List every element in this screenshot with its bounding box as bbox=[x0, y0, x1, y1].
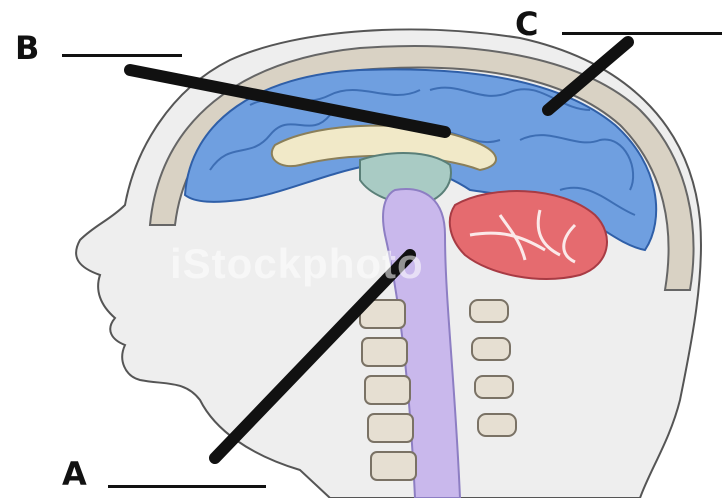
label-c: C bbox=[515, 8, 538, 40]
answer-line-a bbox=[108, 485, 266, 488]
watermark: iStockphoto bbox=[170, 240, 424, 288]
answer-line-b bbox=[62, 54, 182, 57]
answer-line-c bbox=[562, 32, 722, 35]
label-a: A bbox=[62, 458, 87, 490]
label-b: B bbox=[15, 32, 39, 64]
